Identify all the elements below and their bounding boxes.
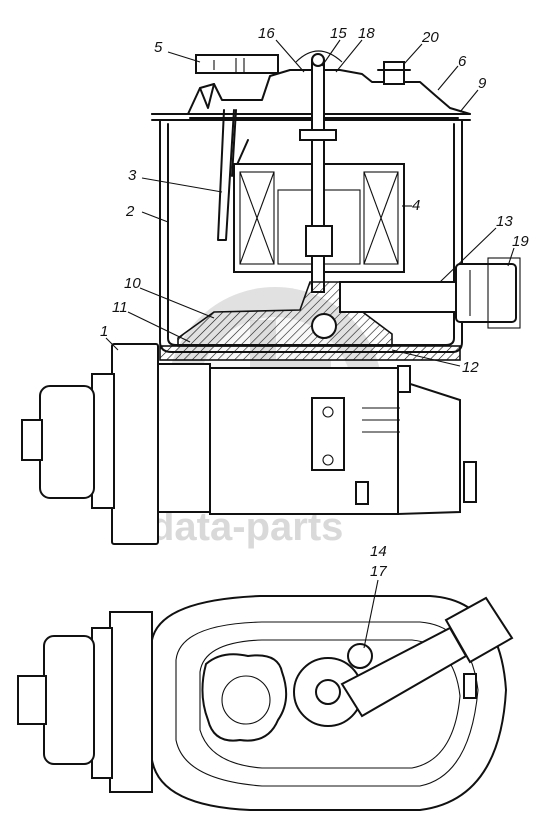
outlet-fitting — [339, 257, 521, 329]
callout-15: 15 — [330, 25, 347, 42]
diaphragm — [159, 281, 461, 361]
callout-12: 12 — [462, 359, 479, 376]
pump-body — [21, 343, 477, 545]
callout-11: 11 — [112, 299, 128, 316]
pump-plan-view — [17, 595, 514, 811]
callout-19: 19 — [512, 233, 529, 250]
callout-2: 2 — [125, 203, 135, 220]
callout-5: 5 — [154, 39, 163, 56]
callout-17: 17 — [370, 563, 387, 580]
callout-20: 20 — [421, 29, 439, 46]
callout-1: 1 — [100, 323, 108, 340]
callout-6: 6 — [458, 53, 467, 70]
callouts: 5 16 15 18 20 6 9 3 2 4 13 19 10 11 1 12… — [100, 25, 529, 580]
callout-10: 10 — [124, 275, 141, 292]
callout-14: 14 — [370, 543, 387, 560]
terminal — [377, 61, 411, 85]
leader-lines — [105, 39, 515, 649]
callout-3: 3 — [128, 167, 137, 184]
level-tube — [217, 109, 249, 241]
callout-4: 4 — [412, 197, 420, 214]
filler-cap — [195, 54, 279, 74]
callout-16: 16 — [258, 25, 275, 42]
callout-9: 9 — [478, 75, 487, 92]
stem — [295, 50, 343, 293]
callout-18: 18 — [358, 25, 375, 42]
callout-13: 13 — [496, 213, 513, 230]
